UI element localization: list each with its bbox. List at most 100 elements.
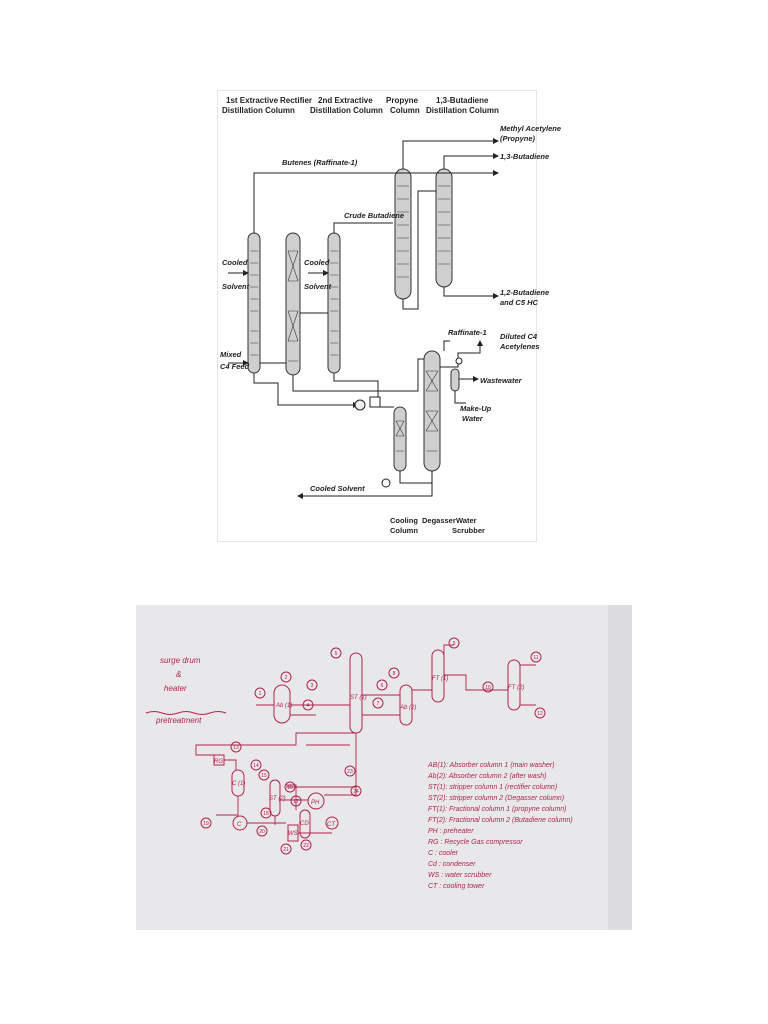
label-12-butadiene-a: 1,2-Butadiene [500,288,549,297]
stream-marker-8 [388,667,400,679]
label-cooling-col-a: Cooling [390,516,418,525]
legend-line-7: PH : preheater [428,828,474,835]
process-flow-diagram: 1st Extractive Distillation Column Recti… [217,90,561,542]
legend-line-8: RG : Recycle Gas compressor [428,839,523,846]
legend-line-3: ST(1): stripper column 1 (rectifier colu… [428,784,557,791]
stream-marker-5 [330,647,342,659]
cooling-column [393,406,407,472]
label-methyl-acetylene-a: Methyl Acetylene [500,124,561,133]
stream-marker-11 [530,651,542,663]
label-mixed-feed-b: C4 Feed [220,362,250,371]
stream-number-1: 1 [259,691,262,697]
label-raffinate: Raffinate-1 [448,328,487,337]
stream-number-21: 21 [283,847,289,853]
stream-marker-9 [448,637,460,649]
stream-number-11: 11 [533,655,538,661]
process-flow-svg: 1st Extractive Distillation Column Recti… [220,96,561,535]
header-butadiene-line2: Distillation Column [426,106,499,115]
stream-number-15: 15 [261,773,267,779]
header-butadiene-line1: 1,3-Butadiene [436,96,489,105]
stream-marker-15 [258,769,270,781]
hand-sketch-svg: surge drum & heater pretreatment Ab (1) … [136,605,632,930]
stream-marker-7 [372,697,384,709]
header-rectifier: Rectifier [280,96,312,105]
stream-number-8: 8 [393,671,396,677]
cooler-symbol [381,478,391,488]
label-diluted-b: Acetylenes [499,342,540,351]
label-butenes: Butenes (Raffinate-1) [282,158,358,167]
legend-line-9: C : cooler [428,850,459,857]
stream-number-12: 12 [537,711,543,717]
stream-marker-19 [200,817,212,829]
stream-marker-4 [302,699,314,711]
label-water-scrubber-b: Scrubber [452,526,485,535]
sketch-label-ws: WS [288,831,298,837]
label-mixed-feed-a: Mixed [220,350,242,359]
stream-marker-18 [260,807,272,819]
stream-number-2: 2 [285,675,288,681]
water-scrubber [450,368,460,392]
sketch-label-ab1: Ab (1) [275,703,292,709]
hand-sketch-photo: surge drum & heater pretreatment Ab (1) … [136,605,632,930]
sketch-label-c2: C [237,822,242,828]
label-cooled-solvent-2b: Solvent [304,282,332,291]
label-crude-butadiene: Crude Butadiene [344,211,404,220]
stream-marker-1 [254,687,266,699]
stream-number-13: 13 [233,745,239,751]
sketch-ph [307,792,325,810]
stream-marker-23 [344,765,356,777]
butadiene-column [435,168,453,288]
stream-number-7: 7 [377,701,380,707]
stream-number-23: 23 [347,769,353,775]
stream-marker-13 [230,741,242,753]
label-13-butadiene: 1,3-Butadiene [500,152,549,161]
stream-number-14: 14 [253,763,259,769]
legend-line-5: FT(1): Fractional column 1 (propyne colu… [428,806,567,813]
stream-marker-6 [376,679,388,691]
label-12-butadiene-b: and C5 HC [500,298,539,307]
sketch-ct [325,816,339,830]
stream-marker-12 [534,707,546,719]
first-extractive-column [247,232,261,374]
legend-line-4: ST(2): stripper column 2 (Degasser colum… [428,795,564,802]
second-extractive-column [327,232,341,374]
sketch-ab1 [273,684,291,724]
sketch-ab2 [399,684,413,726]
stream-number-6: 6 [381,683,384,689]
legend-line-11: WS : water scrubber [428,872,492,879]
stream-number-20: 20 [259,829,265,835]
stream-number-18: 18 [263,811,269,817]
label-methyl-acetylene-b: (Propyne) [500,134,536,143]
header-col1-line1: 1st Extractive [226,96,279,105]
label-cooled-solvent-1b: Solvent [222,282,250,291]
stream-marker-10 [482,681,494,693]
label-diluted-a: Diluted C4 [500,332,538,341]
stream-number-4: 4 [307,703,310,709]
rectifier-column [285,232,301,376]
label-cooling-col-b: Column [390,526,418,535]
note-heater: heater [164,684,187,693]
stream-number-5: 5 [335,651,338,657]
label-cooled-solvent-1a: Cooled [222,258,248,267]
stream-number-10: 10 [485,685,491,691]
label-cooled-solvent-2a: Cooled [304,258,330,267]
stream-marker-21 [280,843,292,855]
sketch-label-st2: ST (2) [269,796,286,802]
stream-number-24: 24 [353,789,359,795]
label-makeup-a: Make-Up [460,404,492,413]
stream-number-22: 22 [303,843,309,849]
sketch-label-st1: ST (1) [350,695,367,701]
stream-number-9: 9 [453,641,456,647]
label-makeup-b: Water [462,414,484,423]
sketch-label-cd: CD [300,821,309,827]
legend-line-1: AB(1): Absorber column 1 (main washer) [427,762,555,769]
sketch-cd [299,809,311,839]
sketch-label-ft2: FT (2) [508,685,524,691]
compressor-symbol [354,399,366,411]
stream-marker-14 [250,759,262,771]
legend-line-12: CT : cooling tower [428,883,485,890]
sketch-ft2 [507,659,521,711]
stream-marker-24 [350,785,362,797]
stream-marker-16 [284,781,296,793]
